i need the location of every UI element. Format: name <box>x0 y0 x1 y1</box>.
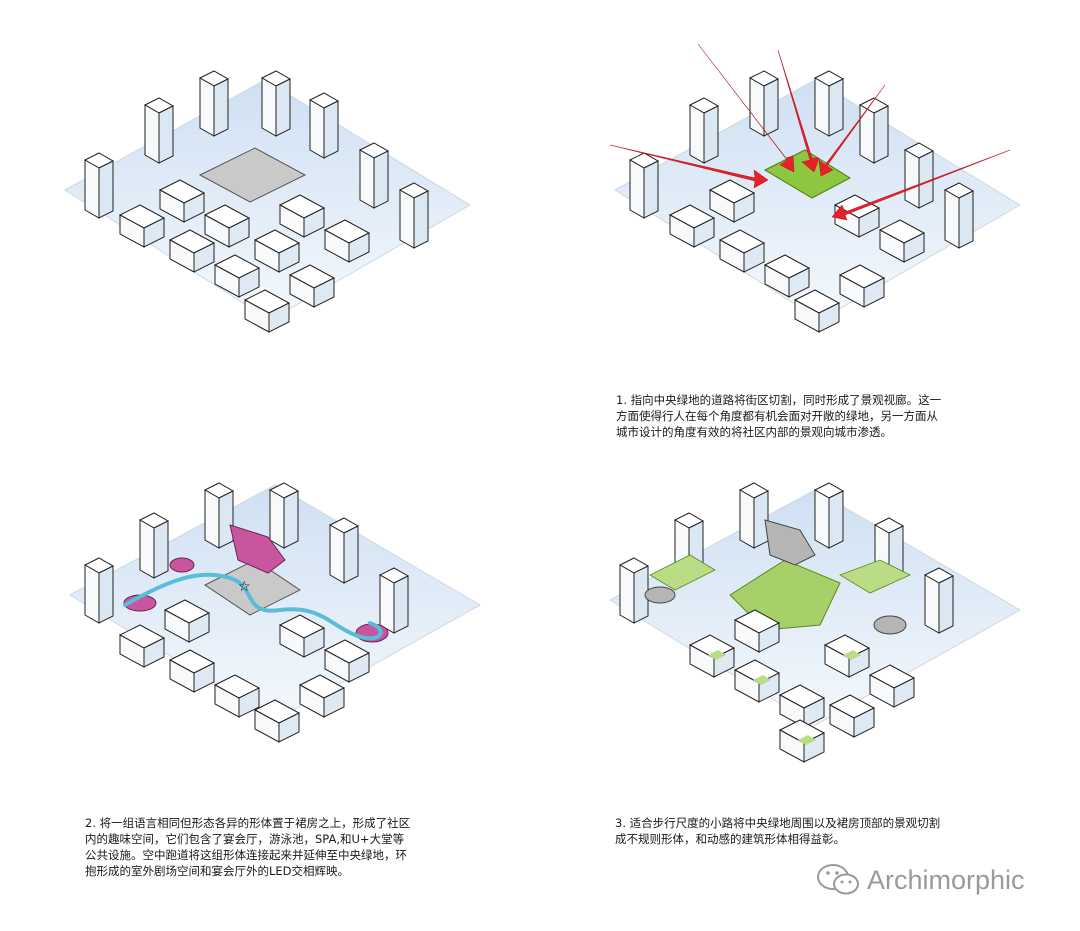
wechat-icon <box>817 864 859 895</box>
diagram-panel-view-corridors: 1. 指向中央绿地的道路将街区切割，同时形成了景观视廊。这一 方面使得行人在每个… <box>540 0 1080 465</box>
caption-line: 1. 指向中央绿地的道路将街区切割，同时形成了景观视廊。这一 <box>616 393 942 407</box>
caption-line: 公共设施。空中跑道将这组形体连接起来并延伸至中央绿地，环 <box>85 848 407 862</box>
caption-line: 城市设计的角度有效的将社区内部的景观向城市渗透。 <box>616 425 892 439</box>
rooftop-gardens <box>649 554 911 594</box>
caption-line: 2. 将一组语言相同但形态各异的形体置于裙房之上，形成了社区 <box>85 816 411 830</box>
watermark-text: Archimorphic <box>867 864 1025 895</box>
courtyard-greens <box>708 650 861 745</box>
diagram-panel-base-massing <box>0 0 540 465</box>
watermark: Archimorphic <box>815 862 1025 898</box>
caption-line: 内的趣味空间，它们包含了宴会厅，游泳池，SPA,和U+大堂等 <box>85 832 405 846</box>
caption-line: 抱形成的室外剧场空间和宴会厅外的LED交相辉映。 <box>85 864 350 878</box>
central-plaza <box>198 147 307 203</box>
star-icon: ☆ <box>238 579 251 595</box>
central-plaza <box>204 559 301 616</box>
caption-line: 成不规则形体，和动感的建筑形体相得益彰。 <box>615 832 845 846</box>
diagram-panel-landscape: 3. 适合步行尺度的小路将中央绿地周围以及裙房顶部的景观切割 成不规则形体，和动… <box>540 465 1080 930</box>
pavilion-forms <box>644 519 907 635</box>
caption-line: 方面使得行人在每个角度都有机会面对开敞的绿地，另一方面从 <box>616 409 938 423</box>
sky-track <box>123 572 383 641</box>
view-arrows <box>609 43 1011 221</box>
caption-line: 3. 适合步行尺度的小路将中央绿地周围以及裙房顶部的景观切割 <box>615 816 941 830</box>
diagram-panel-sky-track: ☆ 2. 将一组语言相同但形态各异的形体置于裙房之上，形成了社区 内的趣味空间，… <box>0 465 540 930</box>
